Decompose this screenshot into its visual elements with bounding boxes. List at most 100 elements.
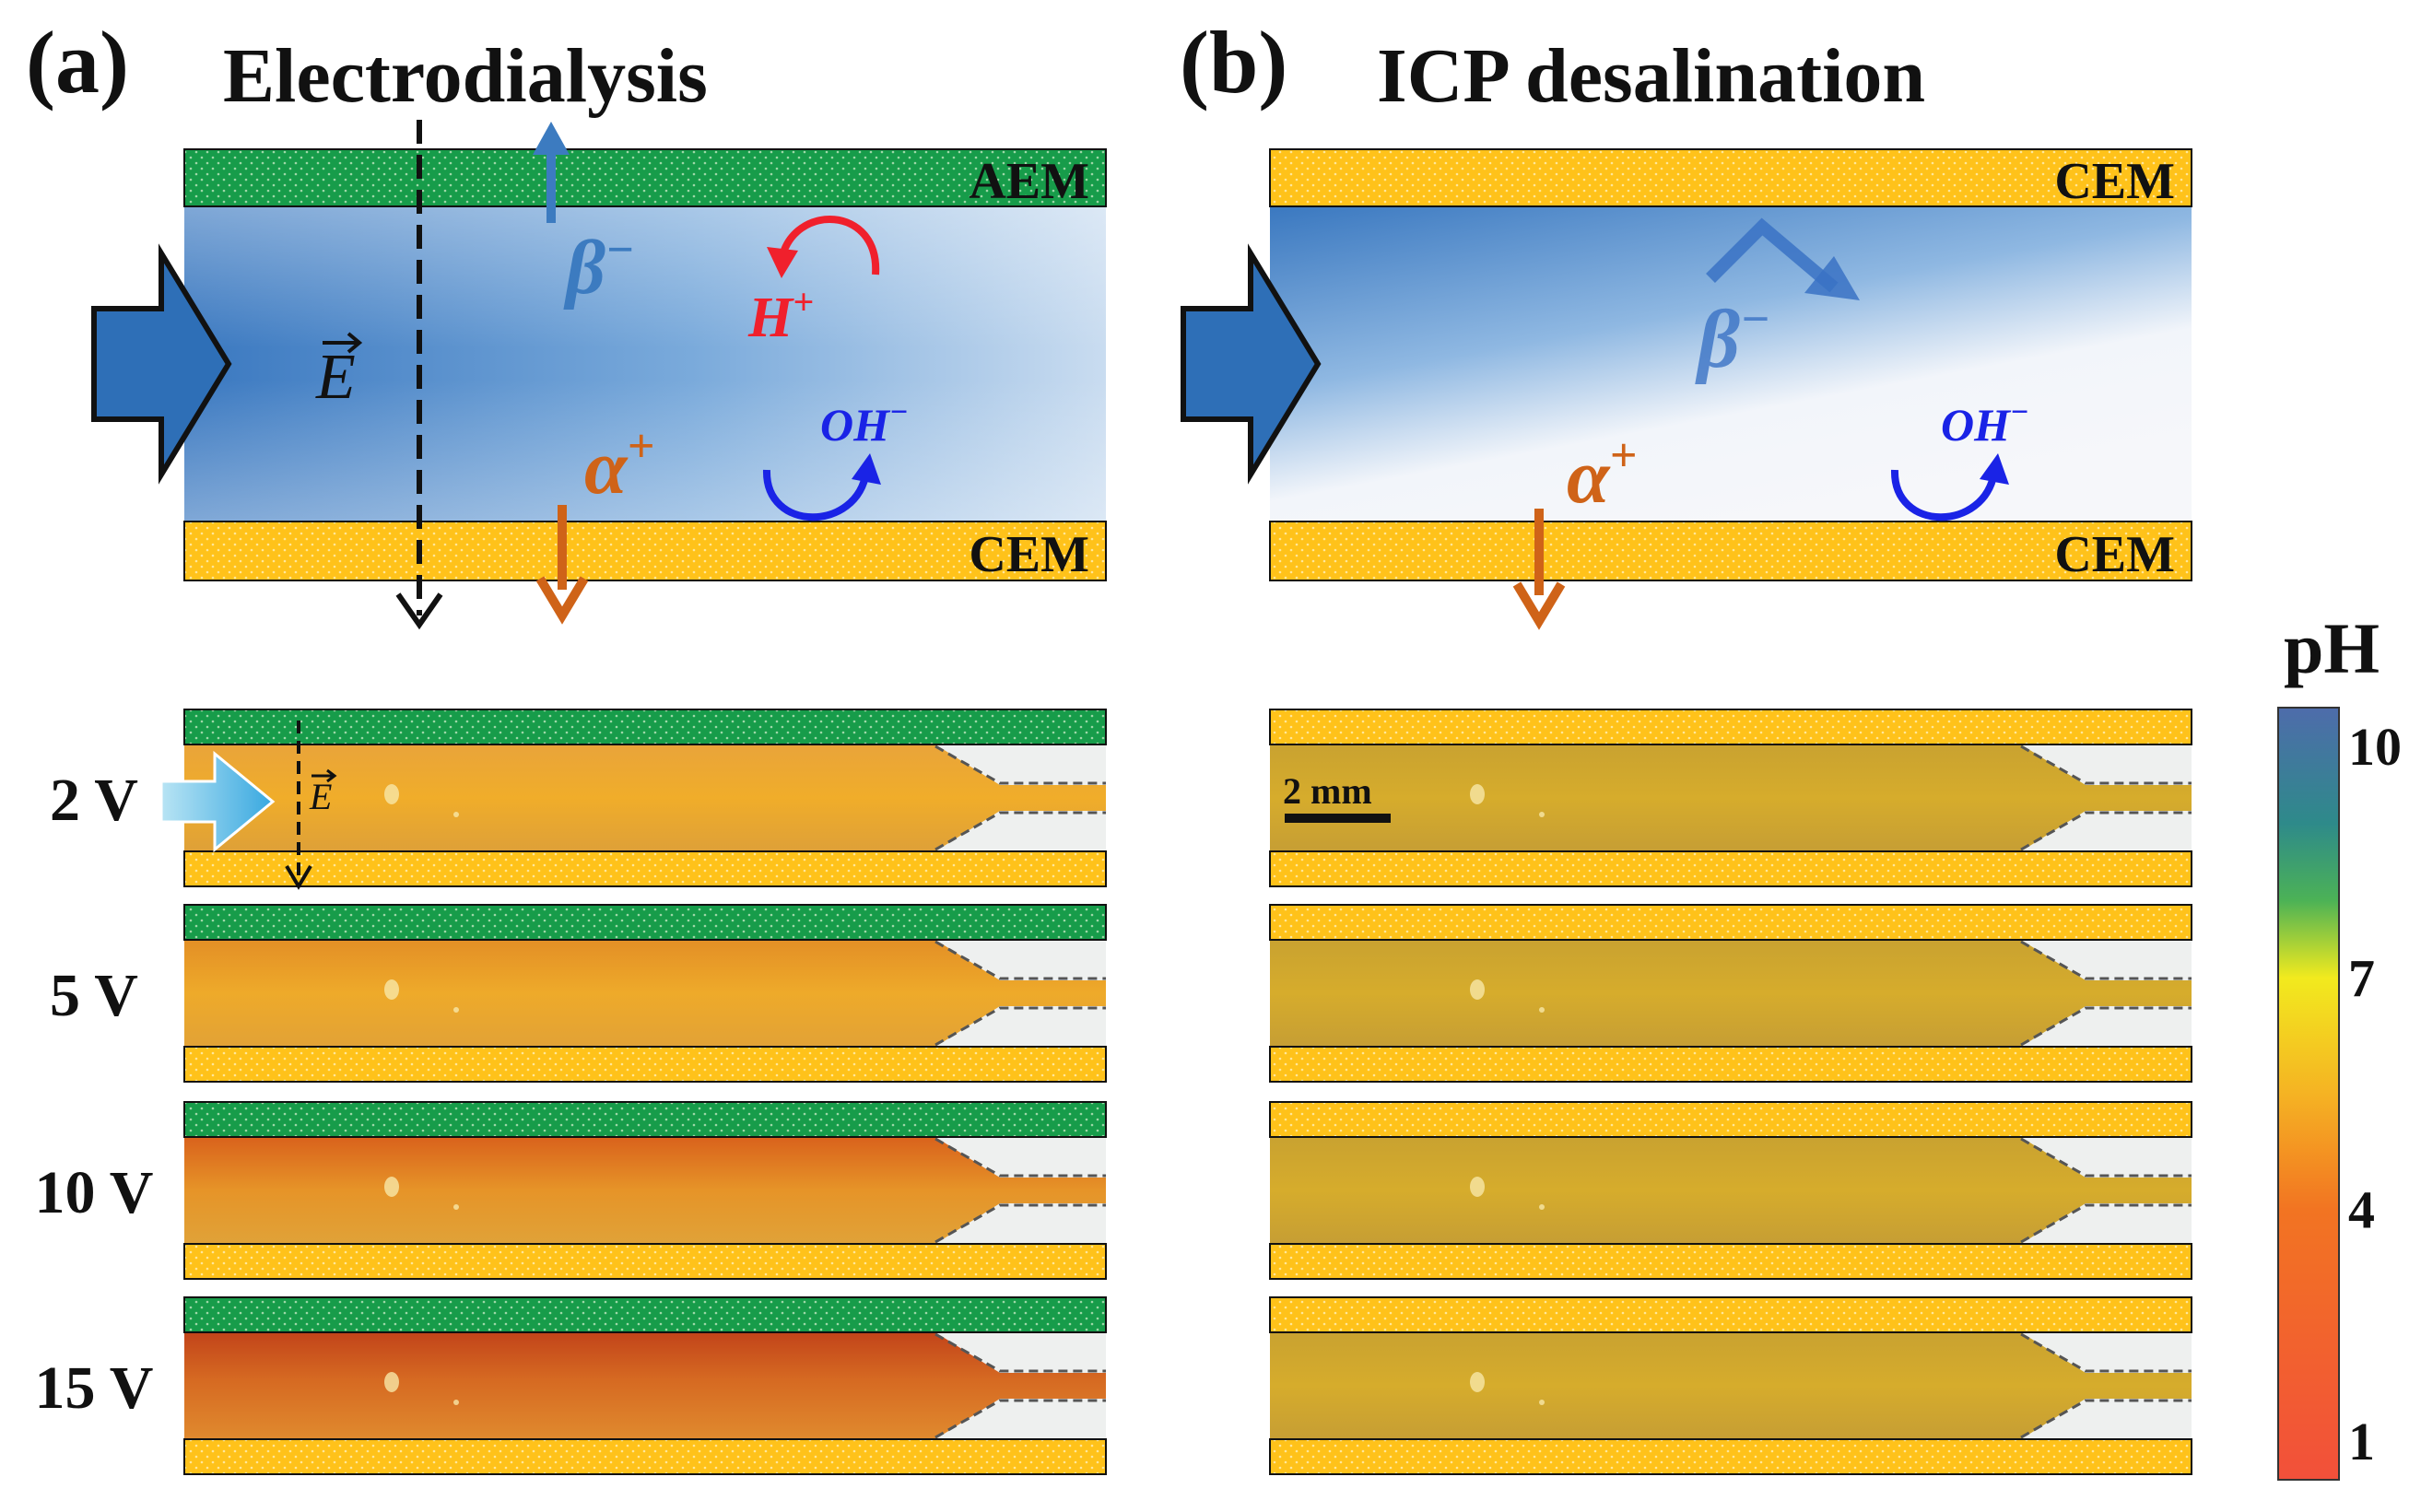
strip-b-3 (1269, 1101, 2192, 1280)
strip-outlet-walls (2020, 1137, 2192, 1244)
hydroxide-cycle-arrow-a (762, 469, 870, 522)
voltage-label: 5 V (50, 962, 138, 1029)
hydroxide-cycle-arrowhead-b (1980, 453, 2009, 485)
panel-a-channel-shade (184, 206, 1106, 522)
strip-top-membrane (183, 1296, 1107, 1333)
strip-speck (453, 1204, 459, 1210)
strip-outlet-walls (2020, 1332, 2192, 1439)
panel-a-title: Electrodialysis (223, 33, 708, 119)
hydroxide-cycle-arrow-b (1890, 469, 1998, 522)
strip-outlet-walls (934, 1332, 1106, 1439)
scale-bar-label: 2 mm (1283, 770, 1372, 812)
strip-fluid (184, 1137, 1106, 1244)
ph-colorbar-gradient (2277, 707, 2340, 1481)
aem-membrane (183, 148, 1107, 207)
strip-bottom-membrane (183, 1438, 1107, 1475)
inlet-arrow-b (1181, 243, 1322, 485)
panel-a-2v-overlay: E (159, 721, 337, 890)
field-label-a: E (315, 342, 356, 413)
strip-outlet-walls (934, 744, 1106, 851)
strip-speck (453, 812, 459, 817)
panel-b: (b) ICP desalination CEM CEM β− α+ OH− (1180, 13, 2192, 630)
proton-label: H+ (747, 281, 814, 349)
strip-fluid (184, 1332, 1106, 1439)
strip-bottom-membrane (1269, 1438, 2192, 1475)
scale-bar: 2 mm (1283, 770, 1391, 823)
anion-arrowhead-a (533, 122, 570, 155)
cem-label-a: CEM (969, 526, 1089, 583)
strip-bubble (1470, 1177, 1485, 1197)
strip-fluid (184, 744, 1106, 851)
strip-bubble (1470, 1372, 1485, 1392)
anion-deflect-arrowhead-b (1804, 256, 1860, 300)
strip-top-membrane (183, 709, 1107, 745)
ph-colorbar-label: pH (2284, 608, 2380, 688)
strip-top-membrane (1269, 709, 2192, 745)
cation-label-a: α+ (584, 420, 654, 510)
strip-bottom-membrane (1269, 850, 2192, 887)
strip-top-membrane (1269, 1296, 2192, 1333)
strip-bottom-membrane (183, 1243, 1107, 1280)
proton-cycle-arrow (778, 216, 880, 275)
cem-membrane-b-bottom (1269, 521, 2192, 581)
strip-top-membrane (1269, 1101, 2192, 1138)
strip-fluid (1270, 1137, 2192, 1244)
strip-fluid (1270, 744, 2192, 851)
field-arrowhead-a (395, 592, 443, 630)
ph-tick-label: 4 (2348, 1180, 2375, 1240)
strip-b-1 (1269, 709, 2192, 887)
strip-speck (1539, 812, 1545, 817)
strip-top-membrane (1269, 904, 2192, 941)
cation-arrowhead-a (535, 576, 589, 625)
strip-bottom-membrane (183, 850, 1107, 887)
inlet-arrow-2v (159, 750, 276, 853)
strip-bubble (384, 784, 399, 804)
strip-b-2 (1269, 904, 2192, 1083)
panel-a-strips: 2 V 5 V 10 V15 V (35, 709, 1107, 1475)
strip-fluid (184, 940, 1106, 1047)
strip-bottom-membrane (183, 1046, 1107, 1083)
cem-label-b-bottom: CEM (2054, 526, 2175, 583)
strip-outlet-walls (2020, 940, 2192, 1047)
cem-label-b-top: CEM (2054, 153, 2175, 210)
inlet-arrow-a (91, 243, 232, 485)
field-arrowhead-2v (285, 864, 312, 890)
strip-a-4: 15 V (35, 1296, 1107, 1475)
strip-outlet-walls (934, 940, 1106, 1047)
strip-bubble (384, 979, 399, 1000)
strip-speck (1539, 1007, 1545, 1013)
field-label-2v: E (309, 776, 332, 817)
strip-speck (453, 1007, 459, 1013)
panel-b-letter: (b) (1180, 13, 1287, 111)
strip-fluid (1270, 940, 2192, 1047)
anion-deflect-arrow-b (1706, 217, 1839, 293)
strip-speck (453, 1400, 459, 1405)
strip-b-4 (1269, 1296, 2192, 1475)
scale-bar-line (1285, 814, 1391, 823)
anion-label-b: β− (1695, 291, 1770, 385)
strip-speck (1539, 1204, 1545, 1210)
strip-a-1: 2 V (50, 709, 1107, 887)
strip-top-membrane (183, 904, 1107, 941)
proton-cycle-arrowhead (767, 247, 798, 278)
panel-b-strips (1269, 709, 2192, 1475)
field-vector-mark-a (323, 332, 363, 354)
cem-membrane-b-top (1269, 148, 2192, 207)
hydroxide-cycle-arrowhead-a (852, 453, 881, 485)
panel-a: (a) Electrodialysis AEM CEM E β− α+ H+ O… (26, 13, 1107, 630)
strip-bottom-membrane (1269, 1243, 2192, 1280)
cation-arrowhead-b (1512, 581, 1566, 630)
anion-label-a: β− (563, 224, 635, 311)
strip-a-3: 10 V (35, 1101, 1107, 1280)
aem-label: AEM (969, 153, 1089, 210)
cem-membrane-a (183, 521, 1107, 581)
strip-outlet-walls (934, 1137, 1106, 1244)
ph-tick-label: 10 (2348, 717, 2402, 777)
strip-bubble (384, 1177, 399, 1197)
cation-label-b: α+ (1567, 429, 1637, 520)
strip-a-2: 5 V (50, 904, 1107, 1083)
panel-b-title: ICP desalination (1377, 33, 1925, 119)
